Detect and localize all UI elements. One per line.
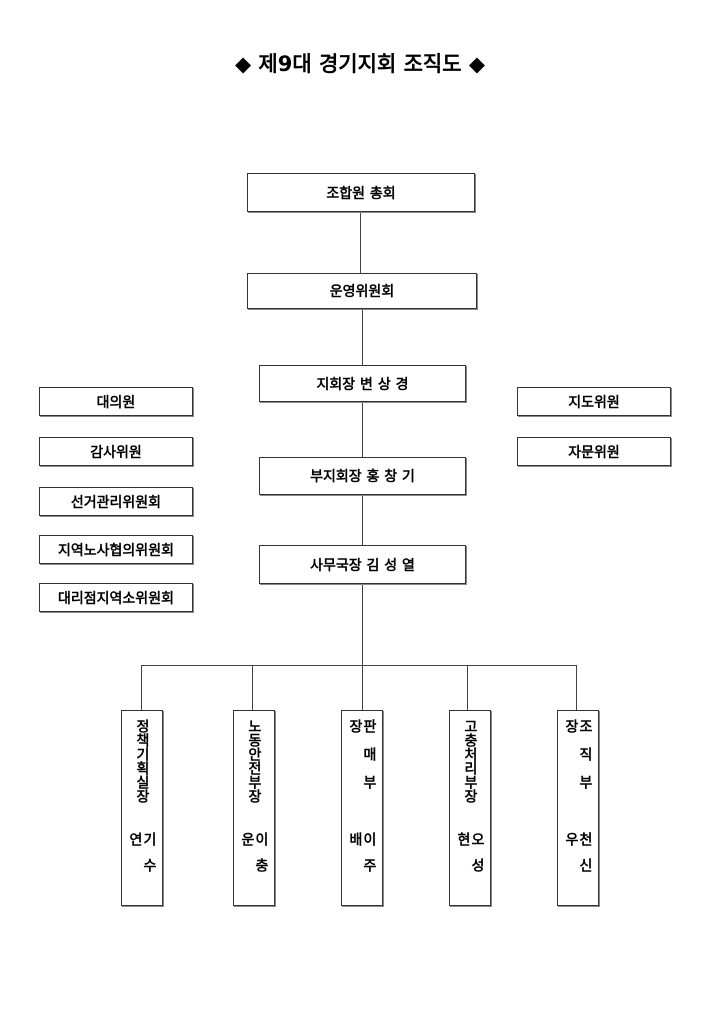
department-role: 노동안전부장 — [246, 719, 262, 803]
connector — [252, 665, 253, 710]
connector — [141, 665, 142, 710]
department-head: 오성현 — [455, 832, 485, 885]
department-box: 정책기획실장 기수연 — [121, 710, 163, 906]
department-role: 고충처리부장 — [462, 719, 478, 803]
department-role: 정책기획실장 — [134, 719, 150, 803]
department-head: 천신우 — [563, 832, 593, 885]
department-role: 판매부장 — [347, 719, 377, 803]
connector — [362, 308, 363, 365]
connector — [362, 583, 363, 710]
left-committee-box: 지역노사협의위원회 — [39, 535, 193, 564]
vice-chief-box: 부지회장 홍 창 기 — [259, 457, 466, 495]
steering-committee-box: 운영위원회 — [247, 273, 477, 309]
connector — [362, 494, 363, 545]
department-role: 조직부장 — [563, 719, 593, 803]
connector — [467, 665, 468, 710]
right-committee-box: 지도위원 — [517, 387, 671, 416]
left-committee-box: 감사위원 — [39, 437, 193, 466]
left-committee-box: 대의원 — [39, 387, 193, 416]
department-box: 판매부장 이주배 — [341, 710, 383, 906]
connector — [576, 665, 577, 710]
connector — [141, 665, 576, 666]
department-box: 노동안전부장 이충운 — [233, 710, 275, 906]
department-head: 이충운 — [239, 832, 269, 885]
connector — [360, 211, 361, 273]
department-head: 이주배 — [347, 832, 377, 885]
general-assembly-box: 조합원 총회 — [247, 173, 475, 212]
right-committee-box: 자문위원 — [517, 437, 671, 466]
chart-title: ◆ 제9대 경기지회 조직도 ◆ — [234, 52, 486, 76]
left-committee-box: 선거관리위원회 — [39, 487, 193, 516]
secretary-general-box: 사무국장 김 성 열 — [259, 545, 466, 584]
department-box: 고충처리부장 오성현 — [449, 710, 491, 906]
department-box: 조직부장 천신우 — [557, 710, 599, 906]
connector — [362, 401, 363, 457]
branch-chief-box: 지회장 변 상 경 — [259, 365, 466, 402]
left-committee-box: 대리점지역소위원회 — [39, 583, 193, 612]
department-head: 기수연 — [127, 832, 157, 885]
